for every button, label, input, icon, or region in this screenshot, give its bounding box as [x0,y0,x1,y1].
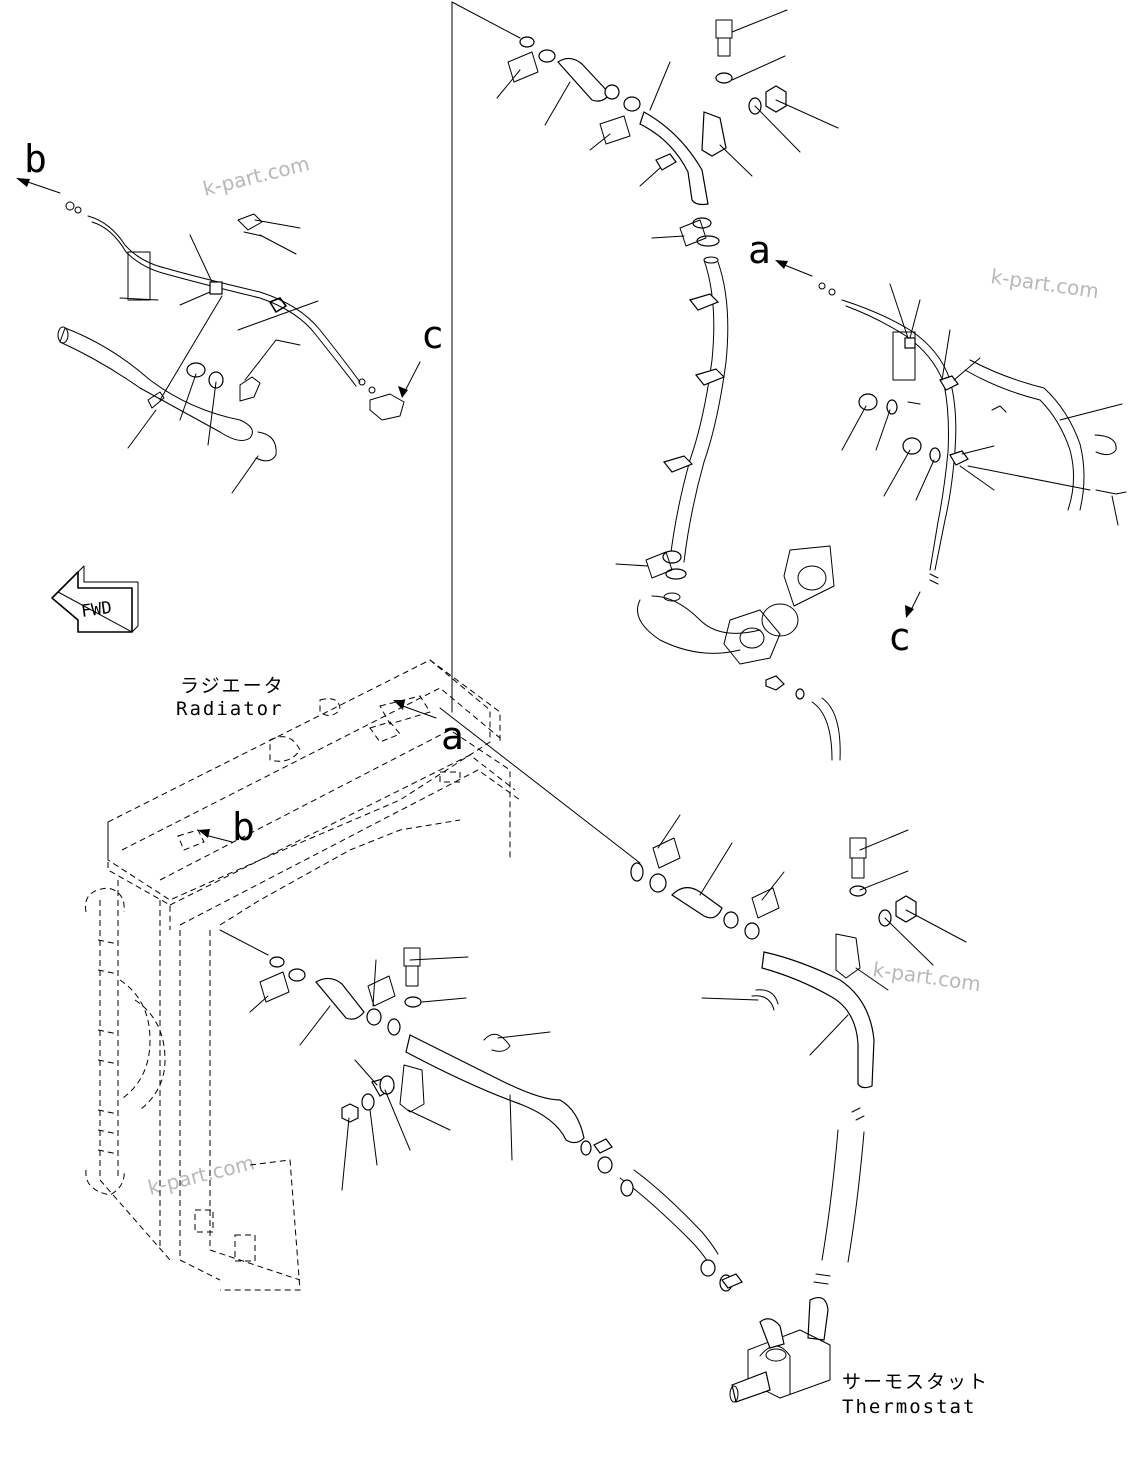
watermark-top-left: k-part.com [200,151,311,201]
callout-a-radiator: a [441,714,464,758]
watermarks: k-part.com k-part.com k-part.com k-part.… [145,151,1100,1200]
radiator-label-jp: ラジエータ [180,675,285,697]
bottom-assembly [249,814,967,1403]
thermostat-label-en: Thermostat [842,1396,976,1418]
thermostat-label-jp: サーモスタット [842,1371,989,1393]
radiator-frame [84,659,521,1291]
top-left-assembly [16,178,421,494]
watermark-top-right: k-part.com [989,264,1100,303]
fwd-label: FWD [80,598,113,622]
callout-c-right: c [888,615,911,659]
callout-letters: b c a c a b [24,137,911,849]
callout-a-right: a [748,228,771,272]
component-labels: ラジエータ Radiator サーモスタット Thermostat [176,675,989,1418]
callout-c-left: c [421,313,444,357]
top-center-assembly [496,9,841,761]
fwd-arrow: FWD [51,565,139,633]
radiator-label-en: Radiator [176,698,284,720]
callout-b-radiator: b [232,805,255,849]
assembly-lines [219,1,641,956]
top-right-assembly [818,282,1127,618]
watermark-bottom-left: k-part.com [145,1150,256,1200]
callout-b-top: b [24,137,47,181]
